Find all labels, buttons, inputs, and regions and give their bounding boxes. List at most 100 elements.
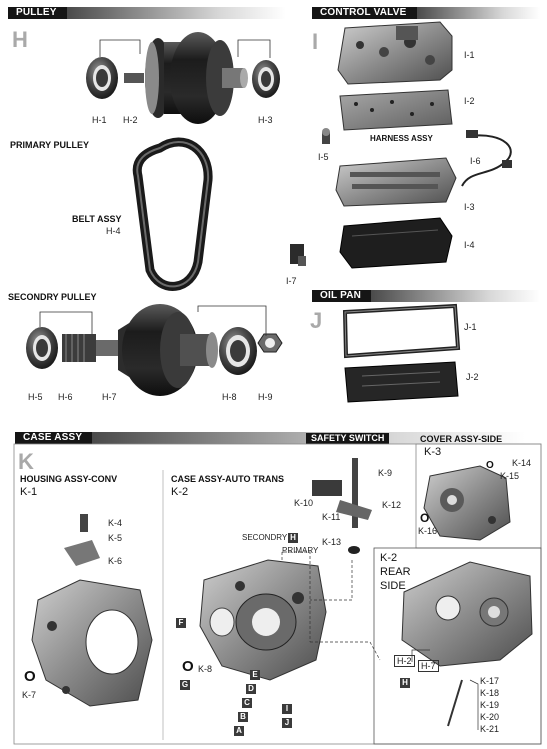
o-ring-k14-glyph: O xyxy=(486,460,494,471)
primary-pulley-h2 xyxy=(124,32,248,124)
harness-assy-heading: HARNESS ASSY xyxy=(370,134,433,143)
secondry-pulley-h7 xyxy=(118,304,218,396)
primary-pulley-heading: PRIMARY PULLEY xyxy=(10,140,90,150)
solenoid-i7 xyxy=(290,244,306,266)
label-i1: I-1 xyxy=(464,50,475,60)
bearing-h3 xyxy=(252,60,280,98)
label-k14: K-14 xyxy=(512,458,532,468)
group-letter-j: J xyxy=(310,308,323,333)
marker-g: G xyxy=(180,680,190,690)
case-assy-auto-trans-heading: CASE ASSY-AUTO TRANS xyxy=(171,474,285,484)
group-letter-h: H xyxy=(12,27,28,52)
marker-f: F xyxy=(176,618,186,628)
control-valve-section-bar: CONTROL VALVE xyxy=(312,7,540,19)
case-assy-section-title: CASE ASSY xyxy=(15,432,93,444)
group-letter-k: K xyxy=(18,449,34,474)
marker-i: I xyxy=(282,704,292,714)
code-k1: K-1 xyxy=(20,486,38,498)
label-h8: H-8 xyxy=(222,392,237,402)
gasket-j1 xyxy=(342,303,461,359)
label-h7: H-7 xyxy=(102,392,117,402)
housing-k1 xyxy=(31,514,153,707)
label-h7-rear: H-7 xyxy=(418,660,439,672)
valve-body-i1 xyxy=(337,21,453,85)
nut-h9 xyxy=(257,333,283,353)
rear-side-rear: REAR xyxy=(380,566,411,578)
shaft-h6 xyxy=(62,334,118,362)
label-k11: K-11 xyxy=(322,512,341,522)
label-k15: K-15 xyxy=(500,471,520,481)
code-k2: K-2 xyxy=(171,486,189,498)
label-i5: I-5 xyxy=(318,152,329,162)
oil-pan-section-bar: OIL PAN xyxy=(312,290,540,302)
label-k9: K-9 xyxy=(378,468,393,478)
marker-d: D xyxy=(246,684,256,694)
separator-plate-i2 xyxy=(339,89,453,131)
label-k18: K-18 xyxy=(480,688,500,698)
label-i2: I-2 xyxy=(464,96,475,106)
label-h1: H-1 xyxy=(92,115,107,125)
label-h4: H-4 xyxy=(106,226,121,236)
label-i4: I-4 xyxy=(464,240,475,250)
o-ring-k8-glyph: O xyxy=(182,658,194,675)
label-k17: K-17 xyxy=(480,676,500,686)
label-k4: K-4 xyxy=(108,518,123,528)
group-letter-i: I xyxy=(312,29,319,54)
label-k21: K-21 xyxy=(480,724,500,734)
secondry-pulley-heading: SECONDRY PULLEY xyxy=(8,292,97,302)
sensor-i5 xyxy=(322,128,330,144)
label-h3: H-3 xyxy=(258,115,273,125)
label-k8: K-8 xyxy=(198,664,213,674)
marker-h-secondry: H xyxy=(288,533,298,543)
marker-j: J xyxy=(282,718,292,728)
o-ring-k16-glyph: O xyxy=(420,511,430,525)
safety-switch-tag: SAFETY SWITCH xyxy=(306,433,390,444)
bearing-h8 xyxy=(219,327,257,375)
label-j1: J-1 xyxy=(464,322,477,332)
label-k16: K-16 xyxy=(418,526,438,536)
case-k2 xyxy=(199,559,327,681)
harness-i6 xyxy=(461,130,512,187)
label-k5: K-5 xyxy=(108,533,123,543)
oil-strainer-i4 xyxy=(339,217,453,269)
label-i6: I-6 xyxy=(470,156,481,166)
label-k10: K-10 xyxy=(294,498,314,508)
label-h9: H-9 xyxy=(258,392,273,402)
label-i7: I-7 xyxy=(286,276,297,286)
marker-a: A xyxy=(234,726,244,736)
label-j2: J-2 xyxy=(466,372,479,382)
oil-pan-section-title: OIL PAN xyxy=(312,290,372,302)
label-h6: H-6 xyxy=(58,392,73,402)
cover-assy-side-heading: COVER ASSY-SIDE xyxy=(420,434,503,444)
control-valve-section-title: CONTROL VALVE xyxy=(312,7,417,19)
label-primary: PRIMARY xyxy=(282,546,319,555)
marker-b: B xyxy=(238,712,248,722)
label-h5: H-5 xyxy=(28,392,43,402)
label-k19: K-19 xyxy=(480,700,500,710)
marker-c: C xyxy=(242,698,252,708)
cover-k3 xyxy=(423,465,511,541)
rear-side-side: SIDE xyxy=(380,580,406,592)
label-k20: K-20 xyxy=(480,712,500,722)
label-i3: I-3 xyxy=(464,202,475,212)
rear-side-code: K-2 xyxy=(380,552,398,564)
label-h2-rear: H-2 xyxy=(394,655,415,667)
oil-pan-j2 xyxy=(344,361,459,403)
marker-h-rear: H xyxy=(400,678,410,688)
safety-switch-parts xyxy=(312,458,372,554)
label-k13: K-13 xyxy=(322,537,342,547)
case-rear-side xyxy=(401,561,533,727)
label-secondry: SECONDRY xyxy=(242,533,288,542)
valve-body-i3 xyxy=(335,157,457,207)
bearing-h1 xyxy=(86,57,118,99)
pulley-section-bar: PULLEY xyxy=(8,7,286,19)
o-ring-k7-glyph: O xyxy=(24,668,36,685)
label-k12: K-12 xyxy=(382,500,402,510)
housing-assy-conv-heading: HOUSING ASSY-CONV xyxy=(20,474,118,484)
code-k3: K-3 xyxy=(424,446,442,458)
belt-h4 xyxy=(132,137,213,291)
belt-assy-heading: BELT ASSY xyxy=(72,214,122,224)
label-k6: K-6 xyxy=(108,556,123,566)
marker-e: E xyxy=(250,670,260,680)
